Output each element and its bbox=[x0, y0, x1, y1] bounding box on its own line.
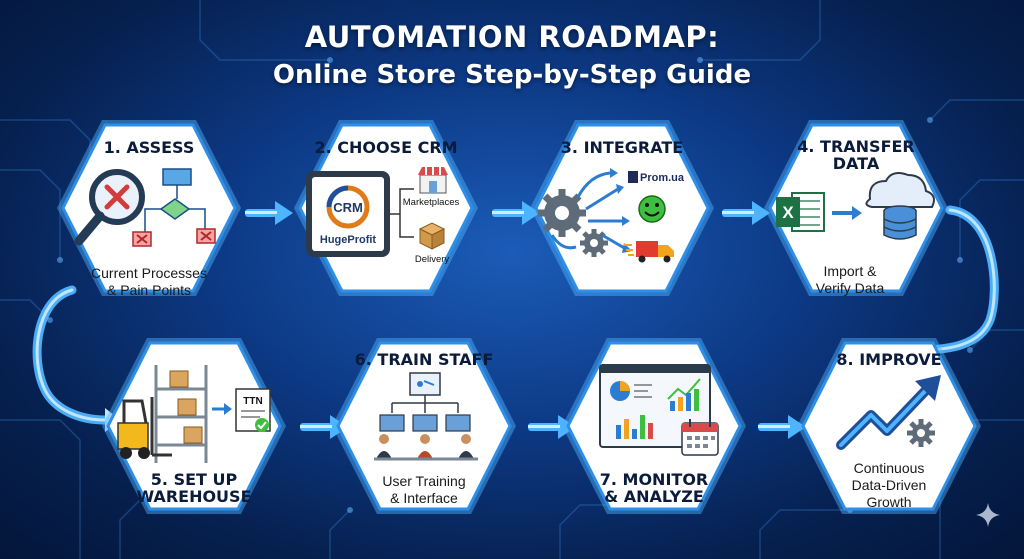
step-5-set-up-warehouse: TTN 5. SET UP WAREHOUSE bbox=[100, 335, 288, 517]
step-heading: 2. CHOOSE CRM bbox=[314, 138, 458, 157]
step-6-train-staff: 6. TRAIN STAFF User Training & Interface bbox=[330, 335, 518, 517]
smiley-logo-icon bbox=[638, 195, 666, 223]
ttn-label: TTN bbox=[243, 396, 262, 407]
store-icon bbox=[418, 167, 448, 194]
arrow-1-to-2 bbox=[245, 201, 293, 225]
growth-trend-arrow-icon bbox=[836, 375, 941, 450]
page-title: AUTOMATION ROADMAP: bbox=[304, 20, 720, 54]
step-description: Continuous Data-Driven Growth bbox=[851, 460, 927, 510]
gear-small-icon bbox=[580, 229, 608, 257]
excel-icon: X bbox=[776, 192, 825, 232]
sparkle-icon bbox=[976, 503, 1000, 527]
ttn-document-icon: TTN bbox=[235, 388, 271, 432]
hexagon-frame bbox=[57, 120, 241, 296]
prom-ua-label: Prom.ua bbox=[640, 172, 685, 184]
step-heading: 1. ASSESS bbox=[103, 138, 195, 157]
tablet-crm-icon: CRM HugeProfit bbox=[306, 171, 390, 257]
gear-icon bbox=[907, 419, 935, 447]
calendar-icon bbox=[681, 419, 719, 456]
step-3-integrate: 3. INTEGRATE Prom.ua bbox=[528, 117, 716, 299]
handover-arrow-icon bbox=[212, 403, 232, 415]
excel-letter: X bbox=[782, 203, 794, 222]
step-description: Current Processes & Pain Points bbox=[91, 265, 207, 298]
transfer-arrow-icon bbox=[832, 206, 862, 220]
step-4-transfer-data: 4. TRANSFER DATA X Import & Ver bbox=[762, 117, 950, 299]
step-heading: 3. INTEGRATE bbox=[560, 138, 684, 157]
step-heading: 4. TRANSFER DATA bbox=[797, 137, 915, 173]
forklift-icon bbox=[117, 397, 172, 459]
gear-icon bbox=[538, 189, 586, 237]
delivery-truck-icon bbox=[624, 241, 674, 263]
hexagon-frame bbox=[102, 338, 286, 514]
arrow-2-to-3 bbox=[492, 201, 540, 225]
process-flowchart-icon bbox=[132, 168, 216, 247]
step-description: Import & Verify Data bbox=[815, 263, 885, 296]
delivery-label: Delivery bbox=[415, 254, 450, 265]
step-8-improve: 8. IMPROVE Continuous Data-Driven Growth bbox=[795, 335, 983, 517]
crm-brand-label: HugeProfit bbox=[320, 234, 377, 246]
step-description: User Training & Interface bbox=[382, 473, 466, 506]
step-1-assess: 1. ASSESS Current Processes & Pain Point… bbox=[55, 117, 243, 299]
cloud-database-icon bbox=[865, 172, 935, 240]
trainees-icon bbox=[374, 414, 478, 461]
step-7-monitor-analyze: 7. MONITOR & ANALYZE bbox=[560, 335, 748, 517]
magnifier-icon bbox=[74, 169, 145, 246]
step-heading: 8. IMPROVE bbox=[836, 350, 942, 369]
page-subtitle: Online Store Step-by-Step Guide bbox=[272, 60, 752, 90]
crm-logo-text: CRM bbox=[333, 200, 363, 215]
hexagon-frame bbox=[764, 120, 948, 296]
arrow-7-to-8 bbox=[758, 415, 806, 439]
marketplaces-label: Marketplaces bbox=[403, 197, 460, 208]
presentation-board-icon bbox=[409, 372, 441, 396]
step-2-choose-crm: 2. CHOOSE CRM CRM HugeProfit Marketplace… bbox=[292, 117, 480, 299]
warehouse-shelves-icon bbox=[154, 365, 208, 463]
prom-ua-logo: Prom.ua bbox=[628, 171, 685, 184]
step-heading: 6. TRAIN STAFF bbox=[354, 350, 494, 369]
step-heading: 5. SET UP WAREHOUSE bbox=[136, 470, 252, 506]
step-heading: 7. MONITOR & ANALYZE bbox=[599, 470, 709, 506]
arrow-3-to-4 bbox=[722, 201, 770, 225]
package-icon bbox=[418, 222, 446, 250]
